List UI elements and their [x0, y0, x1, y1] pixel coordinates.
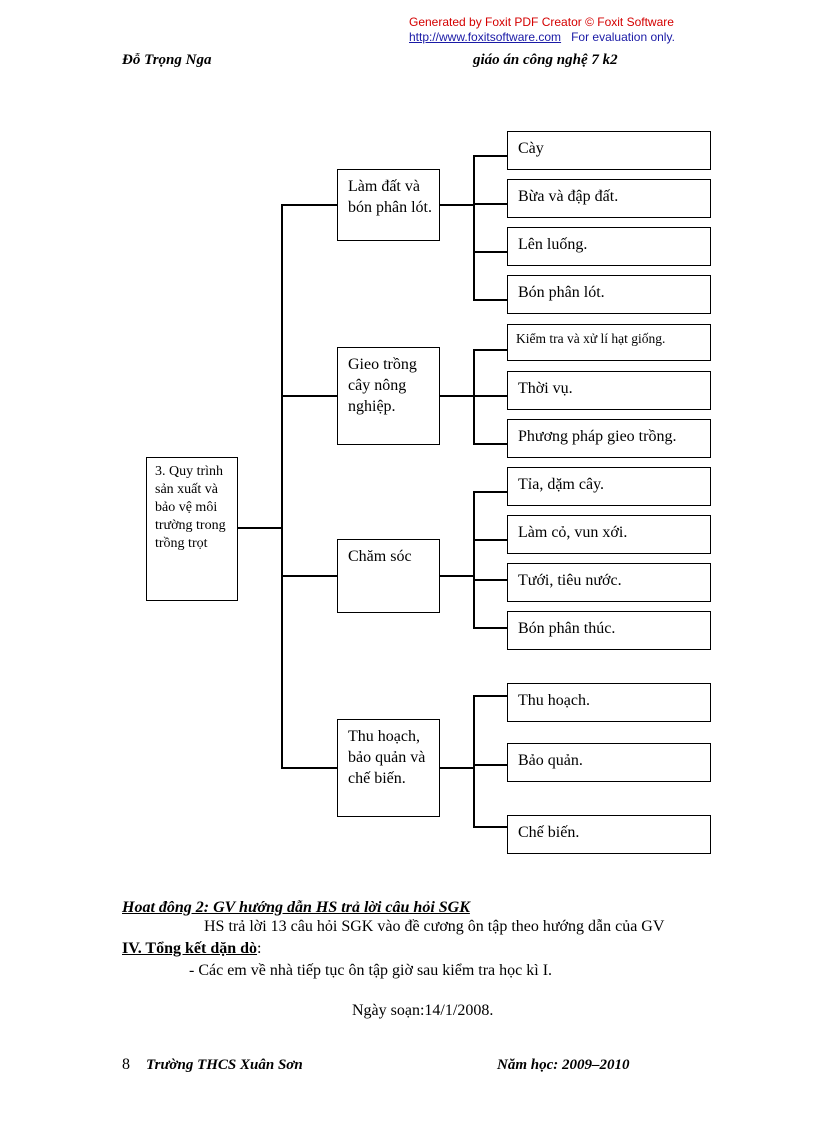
header-author: Đỗ Trọng Nga	[122, 52, 212, 68]
item-box: Làm cỏ, vun xới.	[507, 515, 711, 554]
group-vertical	[473, 491, 475, 629]
group-box: Làm đất và bón phân lót.	[337, 169, 440, 241]
activity-body: HS trả lời 13 câu hỏi SGK vào đề cương ô…	[204, 918, 665, 935]
group-label: Thu hoạch, bảo quản và chế biến.	[348, 728, 426, 787]
item-connector	[473, 826, 507, 828]
summary-heading-line: IV. Tổng kết dặn dò:	[122, 940, 261, 958]
watermark-url: http://www.foxitsoftware.com For evaluat…	[409, 30, 675, 44]
item-box: Tỉa, dặm cây.	[507, 467, 711, 506]
item-box: Bừa và đập đất.	[507, 179, 711, 218]
footer-year: Năm học: 2009–2010	[497, 1057, 630, 1073]
group-vertical	[473, 695, 475, 828]
root-box: 3. Quy trình sản xuất và bảo vệ môi trườ…	[146, 457, 238, 601]
watermark-line: Generated by Foxit PDF Creator © Foxit S…	[409, 15, 674, 29]
item-label: Thu hoạch.	[518, 692, 590, 709]
item-box: Lên luống.	[507, 227, 711, 266]
branch-line	[281, 767, 337, 769]
root-connector	[237, 527, 282, 529]
group-connector	[439, 767, 474, 769]
activity-heading: Hoat đông 2: GV hướng dẫn HS trả lời câu…	[122, 899, 470, 916]
branch-line	[281, 395, 337, 397]
item-connector	[473, 491, 507, 493]
item-connector	[473, 251, 507, 253]
group-connector	[439, 204, 474, 206]
item-label: Bón phân thúc.	[518, 620, 616, 637]
item-label: Cày	[518, 140, 544, 157]
group-box: Gieo trồng cây nông nghiệp.	[337, 347, 440, 445]
item-connector	[473, 443, 507, 445]
item-label: Làm cỏ, vun xới.	[518, 524, 628, 541]
item-connector	[473, 539, 507, 541]
group-label: Chăm sóc	[348, 548, 412, 565]
item-label: Chế biến.	[518, 824, 580, 841]
item-connector	[473, 203, 507, 205]
item-box: Bảo quản.	[507, 743, 711, 782]
group-box: Chăm sóc	[337, 539, 440, 613]
branch-line	[281, 575, 337, 577]
item-connector	[473, 764, 507, 766]
watermark-link[interactable]: http://www.foxitsoftware.com	[409, 30, 562, 44]
item-label: Lên luống.	[518, 236, 588, 253]
item-box: Bón phân thúc.	[507, 611, 711, 650]
item-box: Tưới, tiêu nước.	[507, 563, 711, 602]
summary-heading: IV. Tổng kết dặn dò	[122, 940, 258, 957]
item-label: Phương pháp gieo trồng.	[518, 428, 677, 445]
item-box: Thu hoạch.	[507, 683, 711, 722]
watermark-note: For evaluation only.	[571, 30, 675, 44]
item-label: Tỉa, dặm cây.	[518, 476, 605, 493]
header-subject: giáo án công nghệ 7 k2	[473, 52, 618, 68]
group-box: Thu hoạch, bảo quản và chế biến.	[337, 719, 440, 817]
summary-item: - Các em về nhà tiếp tục ôn tập giờ sau …	[189, 962, 553, 979]
item-label: Kiểm tra và xử lí hạt giống.	[516, 331, 666, 346]
item-connector	[473, 155, 507, 157]
summary-colon: :	[257, 940, 262, 957]
item-box: Thời vụ.	[507, 371, 711, 410]
page-number: 8	[122, 1056, 130, 1073]
item-label: Tưới, tiêu nước.	[518, 572, 622, 589]
item-connector	[473, 627, 507, 629]
branch-line	[281, 204, 337, 206]
item-connector	[473, 579, 507, 581]
item-label: Bừa và đập đất.	[518, 188, 619, 205]
item-box: Cày	[507, 131, 711, 170]
root-label: 3. Quy trình sản xuất và bảo vệ môi trườ…	[155, 464, 226, 551]
item-box: Chế biến.	[507, 815, 711, 854]
item-box: Kiểm tra và xử lí hạt giống.	[507, 324, 711, 361]
item-label: Bảo quản.	[518, 752, 583, 769]
item-box: Phương pháp gieo trồng.	[507, 419, 711, 458]
group-connector	[439, 575, 474, 577]
item-connector	[473, 299, 507, 301]
group-vertical	[473, 155, 475, 301]
item-connector	[473, 395, 507, 397]
group-label: Gieo trồng cây nông nghiệp.	[348, 356, 417, 415]
item-label: Bón phân lót.	[518, 284, 605, 301]
group-label: Làm đất và bón phân lót.	[348, 178, 432, 216]
group-connector	[439, 395, 474, 397]
trunk-line	[281, 204, 283, 769]
date-line: Ngày soạn:14/1/2008.	[352, 1002, 494, 1019]
item-connector	[473, 695, 507, 697]
item-label: Thời vụ.	[518, 380, 573, 397]
item-box: Bón phân lót.	[507, 275, 711, 314]
item-connector	[473, 349, 507, 351]
footer-school: Trường THCS Xuân Sơn	[146, 1057, 303, 1073]
